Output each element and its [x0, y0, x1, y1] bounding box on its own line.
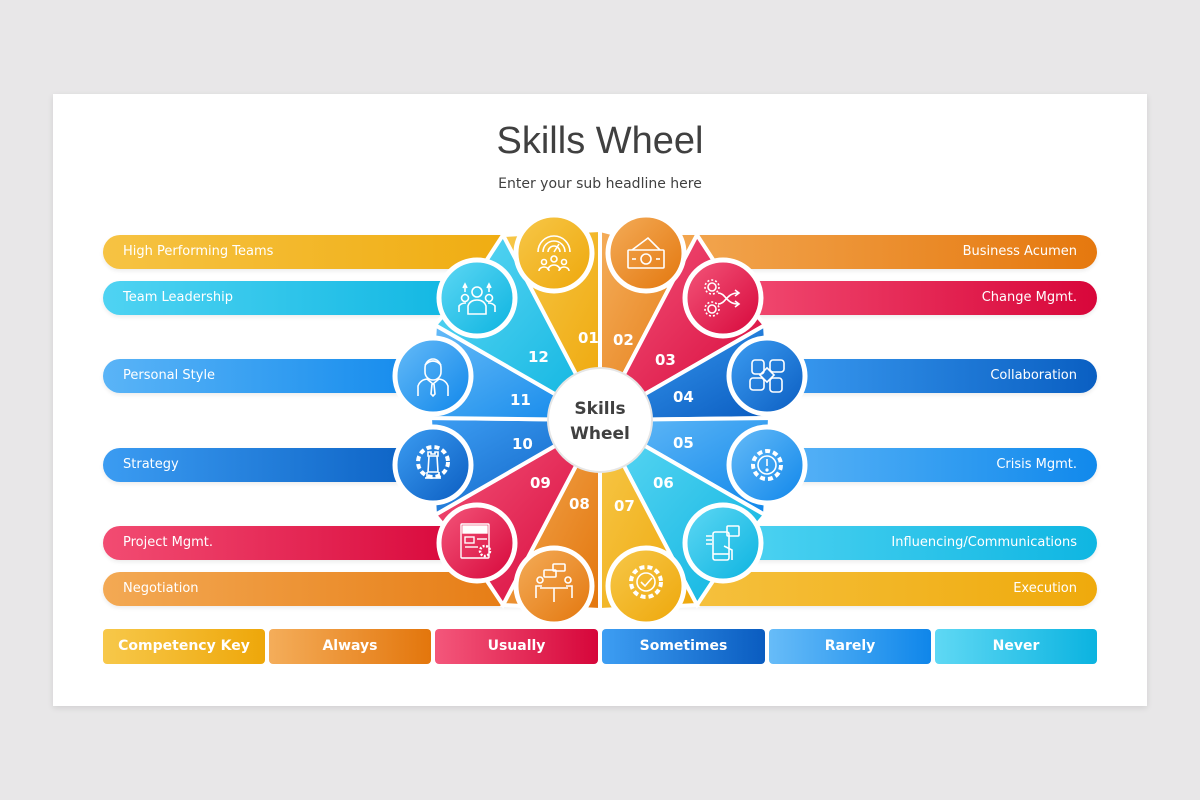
gear-alert-icon [751, 449, 783, 481]
competency-key-title: Competency Key [103, 629, 265, 664]
hands-together-icon [749, 359, 785, 393]
page-title: Skills Wheel [496, 120, 704, 162]
skill-icon-02[interactable] [605, 212, 687, 294]
skill-label: Business Acumen [962, 244, 1077, 259]
skill-label: Crisis Mgmt. [996, 457, 1077, 472]
wedge-number-10: 10 [512, 435, 533, 453]
skill-icon-09[interactable] [436, 502, 518, 584]
chess-gear-icon [416, 445, 450, 479]
project-document-icon [460, 523, 492, 559]
skill-label: Change Mgmt. [981, 290, 1077, 305]
skill-bar-team-leadership: Team Leadership [103, 281, 473, 315]
wedge-number-01: 01 [578, 329, 599, 347]
skill-label: Influencing/Communications [891, 535, 1077, 550]
center-label-line1: Skills [574, 399, 625, 419]
skill-icon-03[interactable] [682, 257, 764, 339]
skill-bar-collaboration: Collaboration [767, 359, 1097, 393]
money-bill-icon [627, 236, 665, 269]
key-sometimes: Sometimes [602, 629, 765, 664]
skill-bar-change-mgmt: Change Mgmt. [727, 281, 1097, 315]
gears-shuffle-icon [704, 279, 741, 317]
skill-icon-05[interactable] [726, 424, 808, 506]
skill-icon-10[interactable] [392, 424, 474, 506]
performance-team-icon [537, 235, 571, 272]
skill-icon-01[interactable] [513, 212, 595, 294]
wedge-number-12: 12 [528, 348, 549, 366]
key-never: Never [935, 629, 1097, 664]
skill-label: Personal Style [123, 368, 216, 383]
wedge-number-06: 06 [653, 474, 674, 492]
key-label: Always [322, 638, 378, 654]
gear-check-icon [629, 565, 663, 599]
team-leader-icon [458, 282, 496, 315]
wedge-number-03: 03 [655, 351, 676, 369]
skill-icon-12[interactable] [436, 257, 518, 339]
skill-icon-07[interactable] [605, 545, 687, 627]
skill-bar-crisis-mgmt: Crisis Mgmt. [767, 448, 1097, 482]
meeting-table-icon [535, 563, 573, 602]
key-label: Usually [487, 638, 546, 654]
key-label: Never [992, 638, 1040, 654]
skill-label: Negotiation [123, 581, 199, 596]
wedge-number-05: 05 [673, 434, 694, 452]
skill-bar-strategy: Strategy [103, 448, 433, 482]
wheel-center: Skills Wheel [547, 367, 653, 473]
key-label: Rarely [824, 638, 876, 654]
key-rarely: Rarely [769, 629, 931, 664]
key-always: Always [269, 629, 431, 664]
skill-label: Collaboration [990, 368, 1077, 383]
wedge-number-04: 04 [673, 388, 694, 406]
skill-bar-personal-style: Personal Style [103, 359, 433, 393]
wedge-numbers: 01 02 03 04 05 06 07 08 09 10 11 12 [510, 329, 694, 515]
wedge-number-11: 11 [510, 391, 531, 409]
skill-label: Project Mgmt. [123, 535, 213, 550]
wedge-number-07: 07 [614, 497, 635, 515]
center-label-line2: Wheel [570, 424, 630, 444]
phone-megaphone-icon [706, 525, 740, 561]
wedge-number-08: 08 [569, 495, 590, 513]
skill-label: High Performing Teams [123, 244, 274, 259]
skill-label: Strategy [123, 457, 179, 472]
skill-label: Team Leadership [123, 290, 233, 305]
skill-icon-11[interactable] [392, 335, 474, 417]
skill-bar-execution: Execution [647, 572, 1097, 606]
wedge-number-09: 09 [530, 474, 551, 492]
skill-bar-project-mgmt: Project Mgmt. [103, 526, 473, 560]
skill-icon-06[interactable] [682, 502, 764, 584]
skill-bar-influencing-communications: Influencing/Communications [727, 526, 1097, 560]
skill-icon-08[interactable] [513, 545, 595, 627]
page-subtitle: Enter your sub headline here [498, 176, 702, 192]
key-usually: Usually [435, 629, 598, 664]
skill-icon-04[interactable] [726, 335, 808, 417]
key-label: Sometimes [639, 638, 728, 654]
wedge-number-02: 02 [613, 331, 634, 349]
skill-label: Execution [1013, 581, 1077, 596]
key-label: Competency Key [118, 638, 250, 654]
businessman-icon [417, 358, 449, 398]
